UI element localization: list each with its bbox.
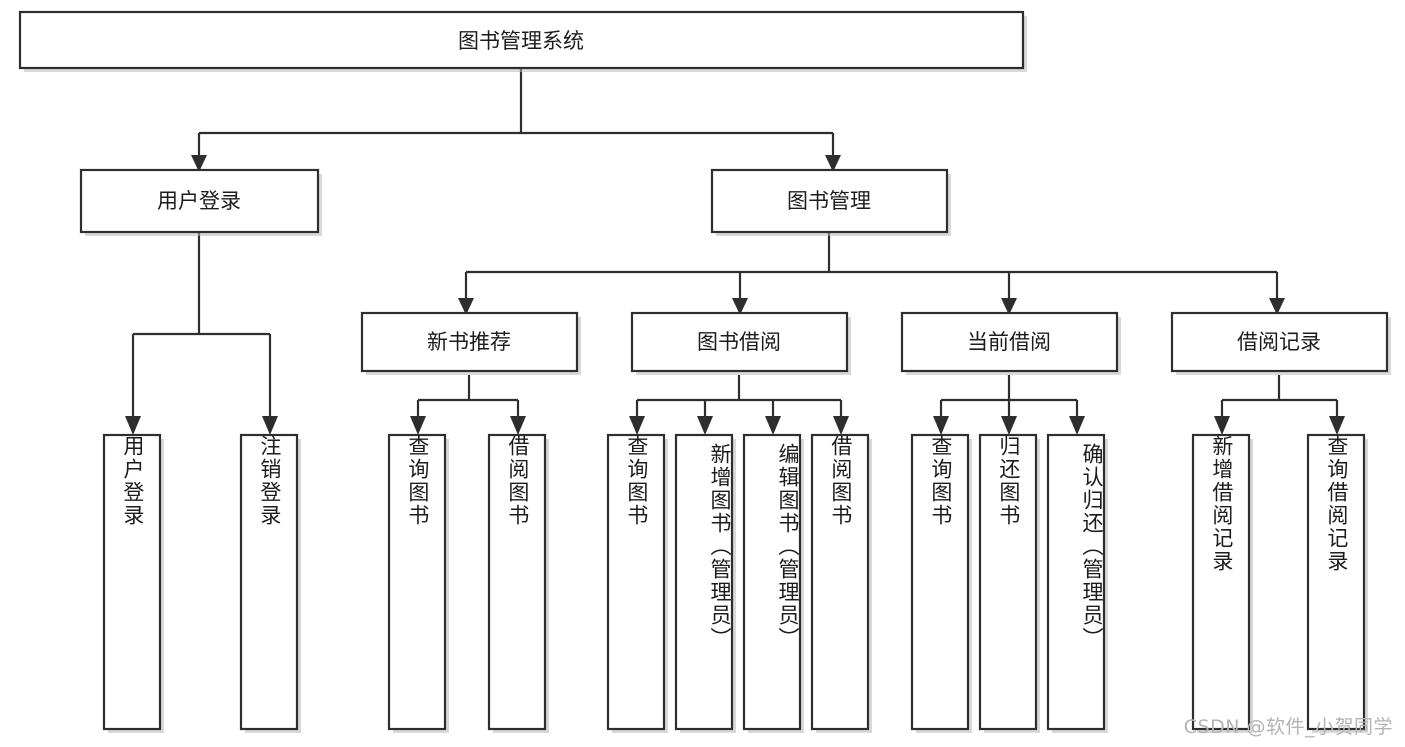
- leaf-box-newbook-borrow[interactable]: [487, 433, 549, 733]
- leaf-box-bookborrow-add[interactable]: [674, 433, 736, 733]
- node-current-borrow[interactable]: 当前借阅: [900, 311, 1121, 375]
- leaf-box-newbook-query[interactable]: [387, 433, 449, 733]
- node-book-borrow-label: 图书借阅: [697, 330, 781, 354]
- connector-newbook-to-leaves: [410, 375, 526, 435]
- leaf-box-borrowrecord-query[interactable]: [1306, 433, 1368, 733]
- node-book-management[interactable]: 图书管理: [710, 168, 951, 236]
- node-current-borrow-label: 当前借阅: [967, 330, 1051, 354]
- connector-userlogin-to-leaves: [125, 232, 278, 435]
- node-new-book-recommend[interactable]: 新书推荐: [360, 311, 581, 375]
- leaf-box-bookborrow-borrow[interactable]: [810, 433, 872, 733]
- leaf-box-borrowrecord-add[interactable]: [1191, 433, 1253, 733]
- connector-borrowrecord-to-leaves: [1214, 375, 1345, 435]
- node-root-label: 图书管理系统: [458, 29, 584, 53]
- node-borrow-record-label: 借阅记录: [1237, 330, 1321, 354]
- leaf-box-bookborrow-edit[interactable]: [742, 433, 804, 733]
- node-borrow-record[interactable]: 借阅记录: [1170, 311, 1391, 375]
- leaf-box-user-login-login[interactable]: [102, 433, 164, 733]
- node-book-borrow[interactable]: 图书借阅: [630, 311, 851, 375]
- connector-bookborrow-to-leaves: [629, 375, 849, 435]
- leaf-box-user-login-logout[interactable]: [239, 433, 301, 733]
- node-new-book-recommend-label: 新书推荐: [427, 330, 511, 354]
- leaf-box-bookborrow-query[interactable]: [606, 433, 668, 733]
- leaf-box-currentborrow-confirm[interactable]: [1046, 433, 1108, 733]
- node-user-login[interactable]: 用户登录: [79, 168, 322, 236]
- connector-root-to-level2: [191, 68, 841, 172]
- node-book-management-label: 图书管理: [787, 189, 871, 213]
- node-root[interactable]: 图书管理系统: [18, 10, 1027, 72]
- node-user-login-label: 用户登录: [157, 189, 241, 213]
- csdn-watermark: CSDN @软件_小贺同学: [1183, 716, 1393, 738]
- leaf-box-currentborrow-query[interactable]: [910, 433, 972, 733]
- connector-currentborrow-to-leaves: [933, 375, 1085, 435]
- leaf-box-currentborrow-return[interactable]: [978, 433, 1040, 733]
- connector-bookmgmt-to-level3: [458, 232, 1285, 315]
